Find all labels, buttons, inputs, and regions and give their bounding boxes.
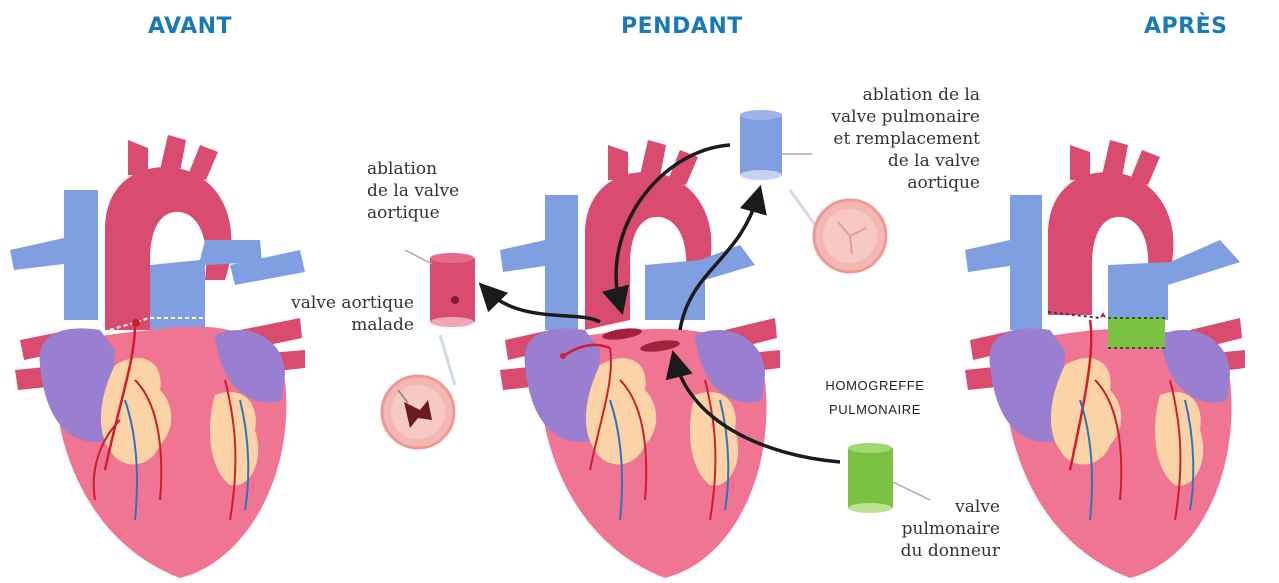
label-line: aortique: [367, 202, 459, 224]
aortic-valve-cylinder-icon: [382, 250, 475, 448]
label-donor-valve: valve pulmonaire du donneur: [880, 496, 1000, 562]
label-line: du donneur: [880, 540, 1000, 562]
heart-after-icon: [965, 140, 1245, 578]
label-line: de la valve: [815, 150, 980, 172]
label-line: valve aortique: [284, 292, 414, 314]
arrow-to-aortic-removal: [486, 290, 600, 322]
heart-during-icon: [500, 140, 780, 578]
label-line: malade: [284, 314, 414, 336]
label-line: de la valve: [367, 180, 459, 202]
label-homograft: HOMOGREFFE PULMONAIRE: [820, 374, 930, 422]
label-pulmonary-removal: ablation de la valve pulmonaire et rempl…: [815, 84, 980, 194]
label-line: et remplacement: [815, 128, 980, 150]
label-line: valve pulmonaire: [815, 106, 980, 128]
label-diseased-valve: valve aortique malade: [284, 292, 414, 336]
label-line: pulmonaire: [880, 518, 1000, 540]
heart-before-icon: [10, 135, 305, 578]
label-line: PULMONAIRE: [820, 398, 930, 422]
label-line: valve: [880, 496, 1000, 518]
label-line: HOMOGREFFE: [820, 374, 930, 398]
label-line: ablation de la: [815, 84, 980, 106]
label-line: ablation: [367, 158, 459, 180]
label-line: aortique: [815, 172, 980, 194]
label-aortic-removal: ablation de la valve aortique: [367, 158, 459, 224]
